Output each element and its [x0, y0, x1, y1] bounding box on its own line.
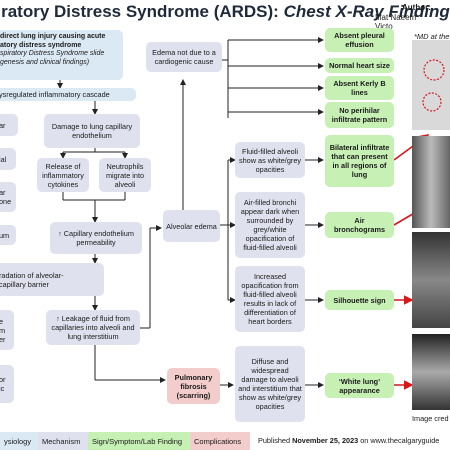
- legend-sign: Sign/Symptom/Lab Finding: [88, 432, 190, 450]
- title-main: piratory Distress Syndrome (ARDS):: [0, 2, 279, 21]
- top-injury-box: direct lung injury causing acute atory d…: [0, 30, 123, 80]
- published-suffix: on www.thecalgaryguide: [358, 436, 440, 445]
- perihilar-box: No perihilar infiltrate pattern: [325, 102, 394, 128]
- leakage-box: ↑ Leakage of fluid from capillaries into…: [46, 310, 140, 345]
- barrier-box: radation of alveolar- capillary barrier: [0, 263, 104, 296]
- frag-box-2: ial: [0, 148, 16, 170]
- fluid-filled-box: Fluid-filled alveoli show as white/grey …: [235, 142, 305, 178]
- release-cytokines-box: Release of inflammatory cytokines: [37, 158, 89, 192]
- legend-complications: Complications: [190, 432, 250, 450]
- frag-box-1: ar: [0, 114, 18, 136]
- frag-box-4: um: [0, 225, 16, 245]
- image-credit: Image cred: [412, 414, 449, 423]
- cascade-box: ysregulated inflammatory cascade: [0, 88, 136, 101]
- published-date: November 25, 2023: [292, 436, 359, 445]
- increased-opacification-box: Increased opacification from fluid-fille…: [235, 266, 305, 332]
- white-lung-box: ‘White lung’ appearance: [325, 373, 394, 398]
- author-name: Iffat Naeem: [375, 13, 417, 22]
- published-footer: Published November 25, 2023 on www.theca…: [258, 436, 439, 445]
- damage-endothelium-box: Damage to lung capillary endothelium: [44, 114, 140, 148]
- top-box-line1: direct lung injury causing acute: [0, 33, 106, 40]
- xray-image-4: [412, 334, 450, 410]
- edema-not-cardio-box: Edema not due to a cardiogenic cause: [146, 42, 222, 72]
- title-sub: Chest X-Ray Findings: [278, 2, 450, 21]
- air-bronchograms-box: Air bronchograms: [325, 212, 394, 238]
- xray-image-1: [412, 40, 450, 130]
- permeability-box: ↑ Capillary endothelium permeability: [50, 222, 142, 254]
- md-note: *MD at the: [414, 32, 450, 41]
- absent-pleural-box: Absent pleural effusion: [325, 28, 394, 52]
- xray-image-2: [412, 136, 450, 228]
- normal-heart-box: Normal heart size: [325, 58, 394, 73]
- air-bronchi-box: Air-filled bronchi appear dark when surr…: [235, 192, 305, 258]
- neutrophils-box: Neutrophils migrate into alveoli: [99, 158, 151, 192]
- kerley-box: Absent Kerly B lines: [325, 76, 394, 100]
- top-box-line2: atory distress syndrome: [0, 41, 82, 49]
- silhouette-sign-box: Silhouette sign: [325, 290, 394, 310]
- published-prefix: Published: [258, 436, 293, 445]
- legend-mechanism: Mechanism: [38, 432, 88, 450]
- pulmonary-fibrosis-box: Pulmonary fibrosis (scarring): [167, 368, 220, 404]
- bilateral-infiltrate-box: Bilateral infiltrate that can present in…: [325, 135, 394, 187]
- author-label: Author:: [402, 3, 431, 12]
- top-box-line3: spiratory Distress Syndrome slide: [0, 50, 105, 57]
- xray-image-3: [412, 232, 450, 328]
- frag-box-3: ar one: [0, 182, 16, 212]
- legend-physiology: ysiology: [0, 432, 38, 450]
- frag-box-5: e m er: [0, 310, 14, 350]
- frag-box-6: or ic: [0, 365, 14, 403]
- top-box-line4: genesis and clinical findings): [0, 58, 90, 66]
- author-name-2: Victo: [375, 22, 393, 31]
- diffuse-damage-box: Diffuse and widespread damage to alveoli…: [235, 346, 305, 422]
- alveolar-edema-box: Alveolar edema: [163, 210, 220, 242]
- page-title: piratory Distress Syndrome (ARDS): Chest…: [0, 2, 450, 22]
